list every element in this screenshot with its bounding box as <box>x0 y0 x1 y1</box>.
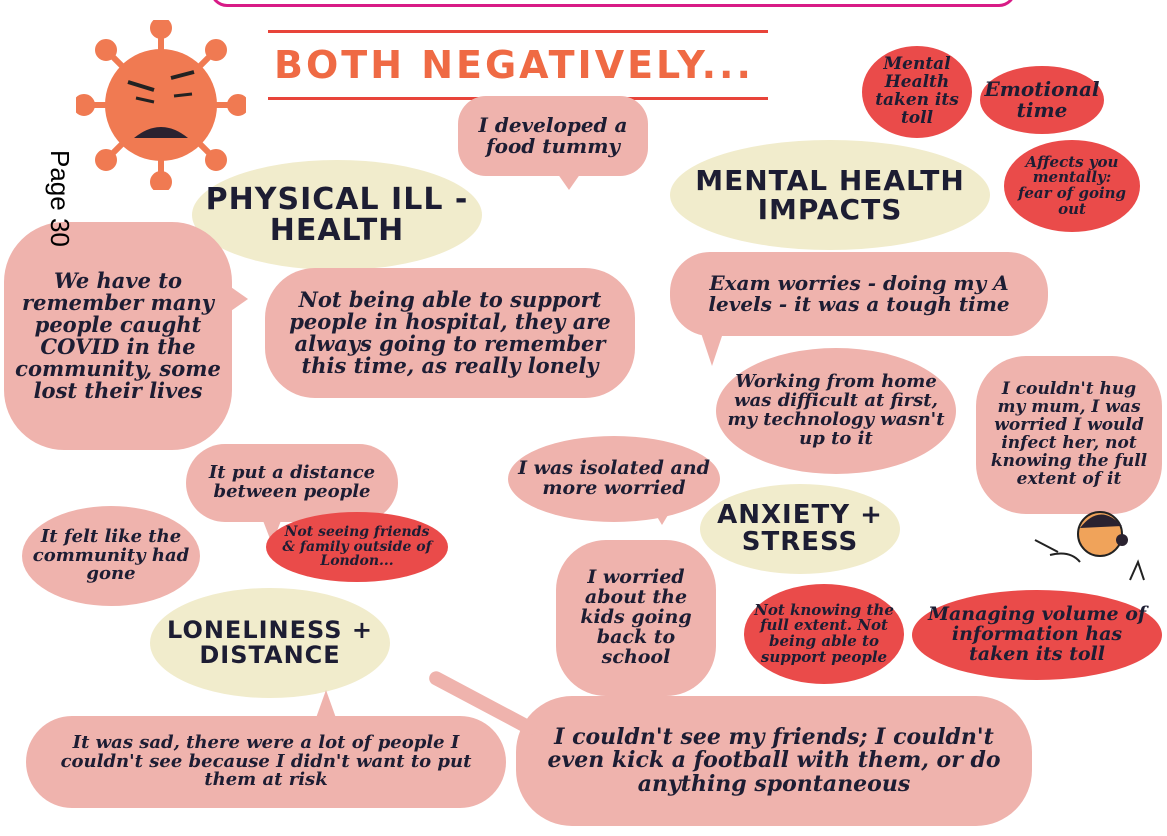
quote-exam-worries: Exam worries - doing my A levels - it wa… <box>670 252 1048 336</box>
person-with-headset-illustration <box>1034 511 1145 581</box>
quote-mental-health-toll: Mental Health taken its toll <box>862 46 972 138</box>
virus-icon <box>76 20 246 190</box>
quote-community-gone: It felt like the community had gone <box>22 506 200 606</box>
quote-football: I couldn't see my friends; I couldn't ev… <box>516 696 1032 826</box>
top-border <box>210 0 1016 7</box>
quote-isolated: I was isolated and more worried <box>508 436 720 522</box>
quote-managing-volume: Managing volume of information has taken… <box>912 590 1162 680</box>
bubble-tail <box>700 330 724 366</box>
quote-hug-mum: I couldn't hug my mum, I was worried I w… <box>976 356 1162 514</box>
quote-emotional-time: Emotional time <box>980 66 1104 134</box>
quote-sad-risk: It was sad, there were a lot of people I… <box>26 716 506 808</box>
quote-food-tummy: I developed a food tummy <box>458 96 648 176</box>
quote-remember-covid: We have to remember many people caught C… <box>4 222 232 450</box>
quote-kids-school: I worried about the kids going back to s… <box>556 540 716 696</box>
theme-loneliness-distance: LONELINESS + DISTANCE <box>150 588 390 698</box>
quote-fear-going-out: Affects you mentally: fear of going out <box>1004 140 1140 232</box>
bubble-tail <box>228 285 248 313</box>
bubble-tail <box>555 170 583 190</box>
theme-physical-ill-health: PHYSICAL ILL - HEALTH <box>192 160 482 270</box>
theme-mental-health-impacts: MENTAL HEALTH IMPACTS <box>670 140 990 250</box>
quote-not-knowing: Not knowing the full extent. Not being a… <box>744 584 904 684</box>
quote-distance-people: It put a distance between people <box>186 444 398 522</box>
quote-hospital: Not being able to support people in hosp… <box>265 268 635 398</box>
bubble-tail <box>650 505 674 525</box>
heading-text: BOTH NEGATIVELY... <box>274 43 754 87</box>
quote-working-from-home: Working from home was difficult at first… <box>716 348 956 474</box>
theme-anxiety-stress: ANXIETY + STRESS <box>700 484 900 574</box>
page-label: Page 30 <box>45 150 75 247</box>
bubble-tail <box>316 690 336 718</box>
page-heading: BOTH NEGATIVELY... <box>268 30 768 100</box>
quote-friends-family: Not seeing friends & family outside of L… <box>266 512 448 582</box>
